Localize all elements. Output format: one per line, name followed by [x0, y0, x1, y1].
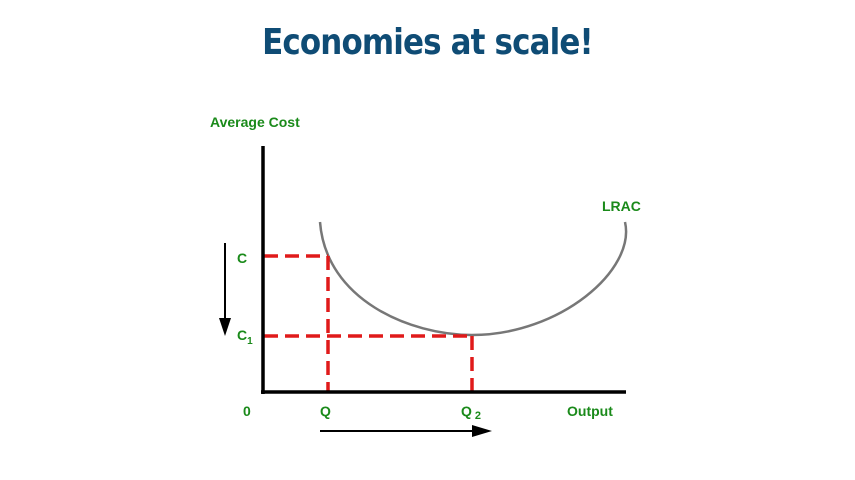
y-axis-label: Average Cost [210, 114, 300, 130]
lrac-label: LRAC [602, 198, 641, 214]
c1-label-main: C [237, 327, 247, 343]
origin-label: 0 [243, 403, 251, 419]
q-label: Q [320, 403, 331, 419]
q2-label-main: Q [461, 403, 472, 419]
slide-title: Economies at scale! [262, 22, 594, 63]
c1-label: C1 [237, 327, 253, 347]
c1-label-subscript: 1 [247, 336, 253, 347]
c-label: C [237, 250, 247, 266]
dashed-guides [264, 254, 474, 392]
lrac-curve [318, 221, 628, 337]
cost-decrease-arrow [219, 243, 231, 336]
x-axis-label: Output [567, 403, 613, 419]
q2-label-subscript: 2 [475, 410, 481, 422]
output-increase-arrow [320, 425, 492, 437]
